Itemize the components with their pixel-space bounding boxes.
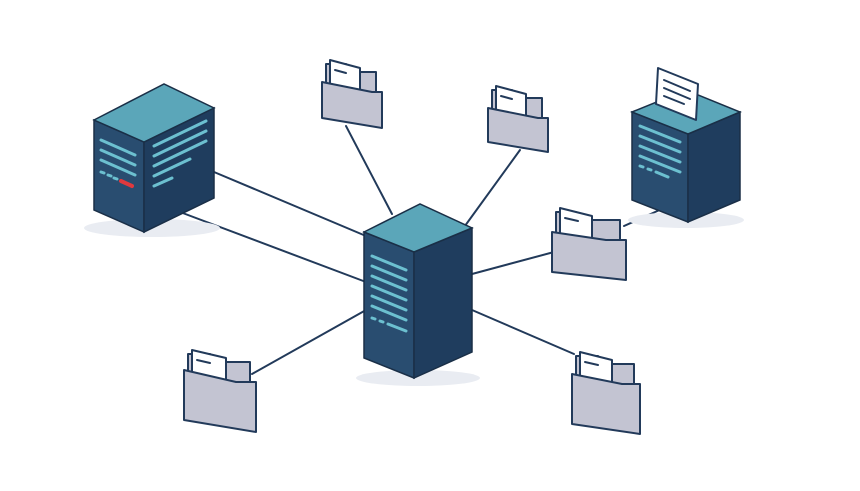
document-icon: [655, 67, 699, 121]
central-server-top: [362, 203, 474, 253]
link-left-server-upper: [213, 171, 367, 237]
folder-front: [571, 373, 641, 435]
folder-front: [551, 231, 627, 281]
left-server-icon: [84, 83, 220, 237]
folder-paper-line: [564, 217, 579, 222]
link-folder-right: [471, 251, 555, 275]
left-server-front-slots: [99, 138, 137, 177]
link-folder-top-left: [345, 125, 393, 215]
document-lines: [663, 79, 691, 105]
link-folder-bottom-left: [251, 309, 367, 375]
central-server-front-slots: [370, 254, 408, 322]
folder-icon: [321, 59, 383, 129]
folder-paper-line: [584, 361, 599, 366]
folder-icon: [571, 351, 641, 435]
central-server-side: [413, 226, 473, 380]
left-server-top: [92, 83, 216, 143]
link-folder-top-right: [461, 149, 521, 231]
link-folder-bottom-right: [471, 309, 575, 355]
link-left-server-lower: [179, 211, 367, 283]
right-server-front-leds: [638, 164, 670, 179]
folder-paper-line: [500, 95, 513, 100]
left-server-status-light: [119, 179, 134, 188]
folder-paper-line: [196, 359, 211, 364]
folder-front: [487, 107, 549, 153]
right-server-front-slots: [638, 124, 682, 174]
folder-front: [183, 369, 257, 433]
folder-front: [321, 81, 383, 129]
left-server-front-leds: [99, 170, 119, 181]
left-server-side-slots: [152, 119, 208, 188]
folder-icon: [551, 207, 627, 281]
central-server-icon: [356, 203, 480, 386]
folder-icon: [183, 349, 257, 433]
central-server-front-leds: [370, 316, 408, 333]
folder-paper-line: [334, 69, 347, 74]
right-server-icon: [628, 67, 744, 228]
folder-icon: [487, 85, 549, 153]
central-server-shadow: [356, 370, 480, 386]
